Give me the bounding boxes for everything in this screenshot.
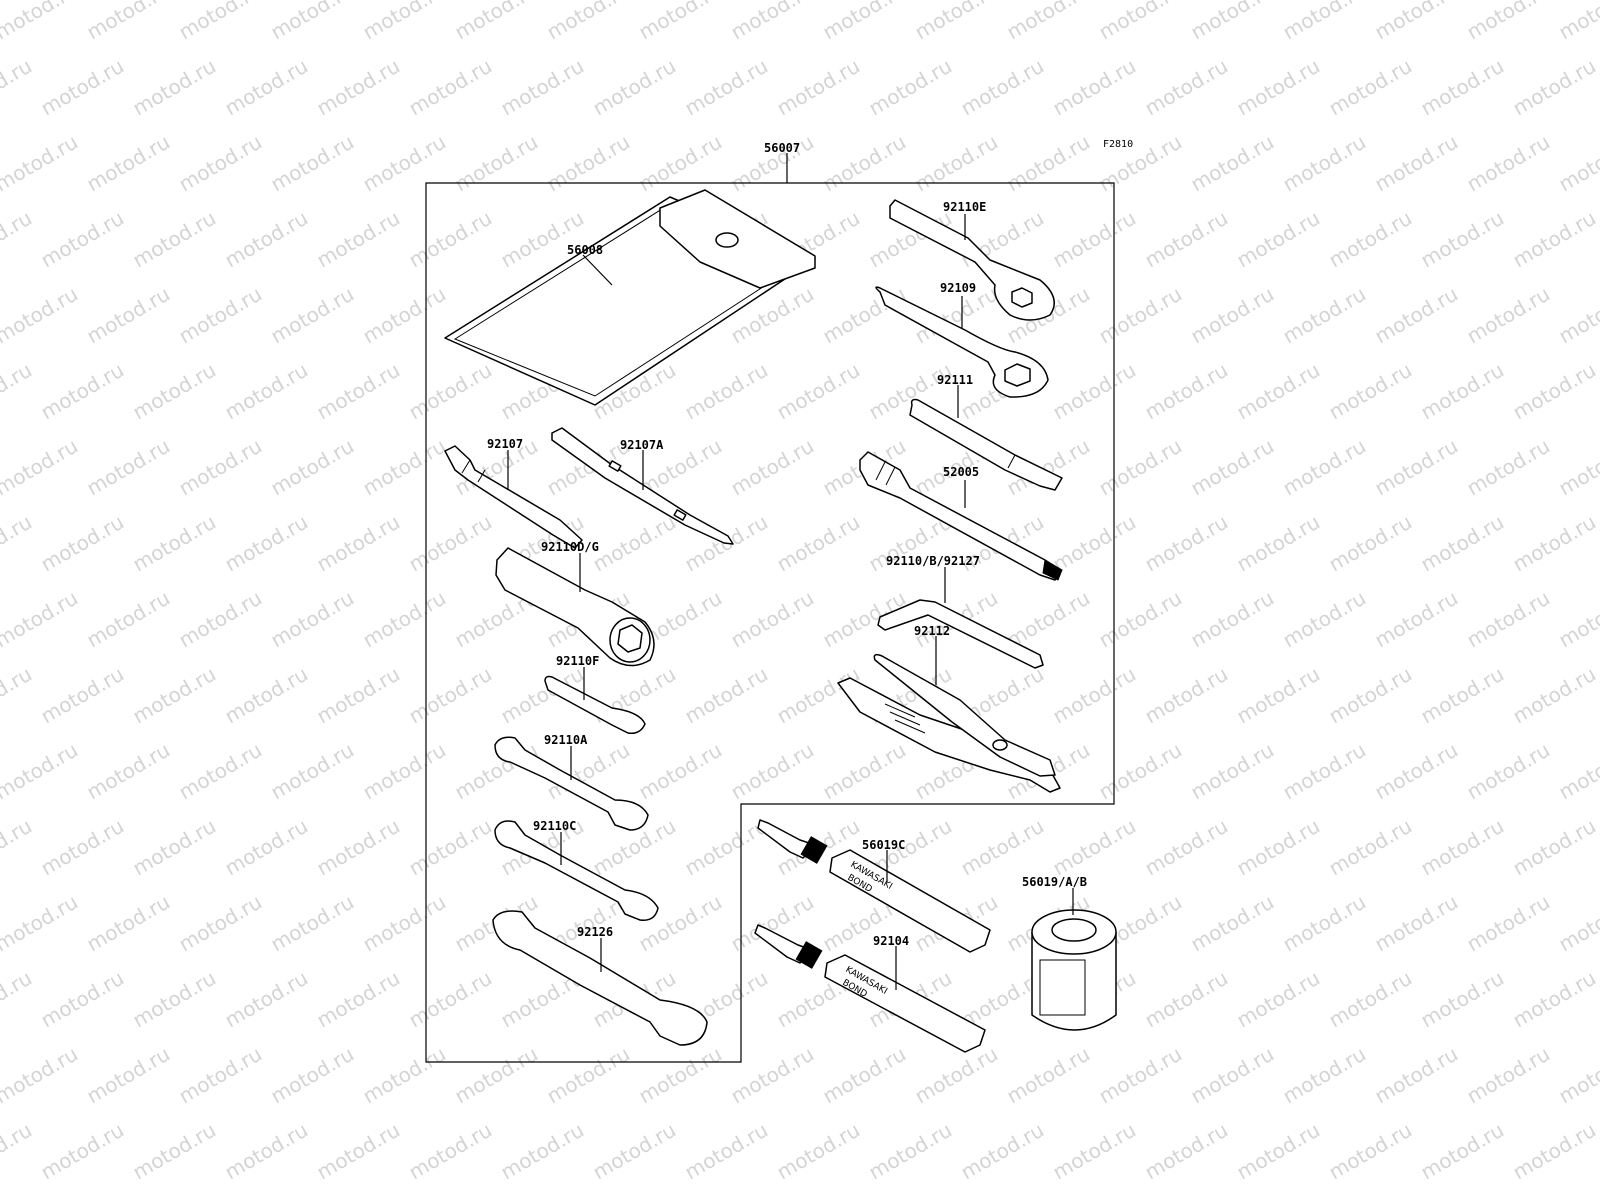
label-pouch: 56008 [567, 243, 603, 257]
assembly-label: 56007 [764, 141, 800, 155]
label-ring-wrench: 92109 [940, 281, 976, 295]
bond-tube[interactable]: KAWASAKI BOND 92104 [754, 924, 986, 1053]
figure-code: F2810 [1103, 139, 1133, 150]
spanner-c[interactable]: 92110C [494, 819, 659, 921]
assembly-frame [425, 182, 1115, 1063]
bond-can[interactable]: 56019/A/B [1022, 875, 1117, 1031]
label-spanner-a: 92110A [544, 733, 588, 747]
spark-plug-socket[interactable]: 92110D/G [495, 540, 655, 667]
label-spanner-26: 92126 [577, 925, 613, 939]
label-plug-socket: 92110D/G [541, 540, 599, 554]
label-screwdriver-reversible: 92107A [620, 438, 664, 452]
label-bond-tube-c: 56019C [862, 838, 905, 852]
label-tire-valve-tool: 52005 [943, 465, 979, 479]
spanner-a[interactable]: 92110A [494, 733, 649, 831]
label-ring-wrench-e: 92110E [943, 200, 986, 214]
pliers[interactable]: 92112 [837, 624, 1061, 793]
handle-bar[interactable]: 92111 [909, 373, 1063, 491]
label-spanner-c: 92110C [533, 819, 576, 833]
label-hex-key: 92110/B/92127 [886, 554, 980, 568]
ring-wrench-e[interactable]: 92110E [889, 199, 1055, 321]
screwdriver-reversible[interactable]: 92107A [551, 427, 734, 545]
hex-key[interactable]: 92110/B/92127 [877, 554, 1044, 669]
label-small-spanner: 92110F [556, 654, 599, 668]
tool-pouch[interactable]: 56008 [444, 189, 816, 406]
ring-wrench[interactable]: 92109 [875, 281, 1049, 398]
spanner-26[interactable]: 92126 [492, 910, 708, 1046]
tire-valve-tool[interactable]: 52005 [859, 451, 1063, 581]
label-handle-bar: 92111 [937, 373, 973, 387]
label-bond-can: 56019/A/B [1022, 875, 1087, 889]
label-screwdriver-phillips: 92107 [487, 437, 523, 451]
small-spanner[interactable]: 92110F [544, 654, 646, 735]
screwdriver-phillips[interactable]: 92107 [444, 437, 583, 549]
label-bond-tube: 92104 [873, 934, 909, 948]
bond-tube-c[interactable]: KAWASAKI BOND 56019C [757, 819, 991, 953]
label-pliers: 92112 [914, 624, 950, 638]
